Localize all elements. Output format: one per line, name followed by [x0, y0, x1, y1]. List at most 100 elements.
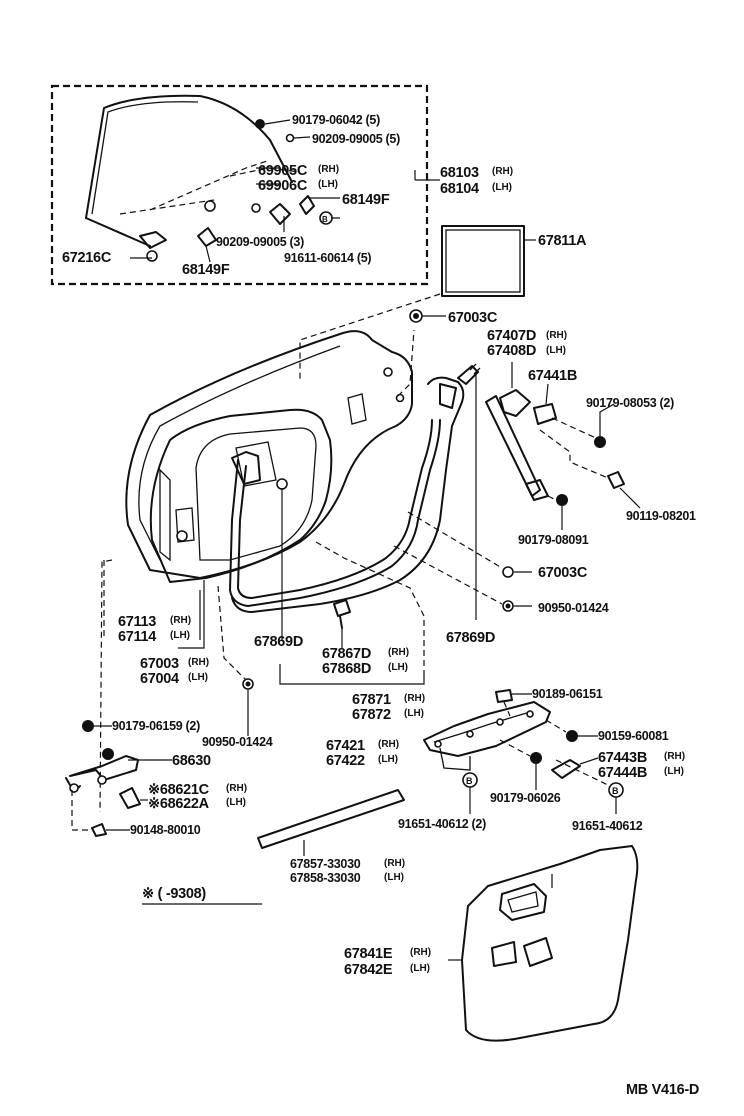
glass-dash — [119, 159, 271, 215]
dash-90950-b — [217, 585, 247, 681]
hinge-block — [533, 403, 557, 425]
label-90119-08201: 90119-08201 — [626, 509, 696, 523]
bolt — [255, 119, 265, 129]
grommet — [146, 250, 158, 262]
nut-90179-06026 — [530, 752, 542, 764]
door-inner-opening — [195, 427, 317, 561]
leader-line — [599, 403, 615, 436]
label-67441b: 67441B — [528, 368, 577, 384]
dash-hinge — [99, 559, 113, 813]
door-hole — [395, 393, 405, 403]
regulator-foot — [439, 747, 471, 771]
bolt-67869d — [276, 478, 288, 490]
bolt-90119-08201 — [607, 471, 625, 489]
leader-line — [526, 710, 534, 718]
footer-code: MB V416-D — [626, 1082, 699, 1098]
regulator-67421 — [423, 701, 551, 757]
side-label: (RH) — [318, 164, 339, 175]
label-90179-08091: 90179-08091 — [518, 533, 589, 547]
door-outer-panel — [125, 330, 413, 579]
glass-group-box — [50, 84, 429, 286]
leader-line — [511, 362, 549, 405]
glass-dash-2 — [229, 167, 301, 177]
side-label: (RH) — [492, 166, 513, 177]
nut-90179-08091 — [556, 494, 568, 506]
label-90179-06159: 90179-06159 (2) — [112, 719, 200, 733]
door-latch-area — [175, 507, 195, 543]
label-90179-08053: 90179-08053 (2) — [586, 396, 674, 410]
panel-dash — [299, 293, 441, 380]
label-67872: 67872 — [352, 707, 391, 723]
label-67857-33030: 67857-33030 — [290, 857, 361, 871]
side-label: (RH) — [188, 657, 209, 668]
side-label: B — [466, 776, 473, 786]
label-68104: 68104 — [440, 181, 479, 197]
label-67842e: 67842E — [344, 962, 393, 978]
label-69906c: 69906C — [258, 178, 308, 194]
label-67443b: 67443B — [598, 750, 647, 766]
label-90179-06026: 90179-06026 — [490, 791, 561, 805]
label-67421: 67421 — [326, 738, 365, 754]
leader-line — [69, 783, 79, 793]
door-seal-stud — [457, 365, 479, 385]
side-label: (LH) — [410, 963, 430, 974]
leader-line — [579, 757, 599, 765]
glass-bracket — [269, 203, 291, 225]
side-label: (LH) — [188, 672, 208, 683]
moulding-67857 — [257, 789, 405, 849]
leader-line — [71, 790, 88, 831]
door-hinge-plate — [159, 468, 171, 562]
label-67868d: 67868D — [322, 661, 371, 677]
dash-67003c — [407, 511, 503, 569]
leader-67869d — [281, 372, 477, 640]
leader-line — [507, 891, 539, 913]
leader-line — [245, 681, 251, 687]
leader-line — [545, 719, 567, 733]
label-90950-01424: 90950-01424 — [538, 601, 609, 615]
nut-90179-06159-b — [102, 748, 114, 760]
side-label: (RH) — [384, 858, 405, 869]
panel-67811a — [441, 225, 525, 297]
door-seal-clip — [439, 383, 457, 409]
washer — [285, 133, 295, 143]
hinge-top — [499, 389, 531, 417]
nut-90179-08053 — [594, 436, 606, 448]
side-label: (RH) — [410, 947, 431, 958]
leader-line — [130, 119, 430, 263]
trim-board-67841e — [461, 845, 639, 1042]
label-67444b: 67444B — [598, 765, 647, 781]
side-label: (LH) — [226, 797, 246, 808]
leader-line — [551, 417, 597, 439]
leader-line — [434, 740, 442, 748]
label-91611-60614: 91611-60614 (5) — [284, 251, 371, 265]
note-label: ※ ( -9308) — [142, 886, 206, 902]
label-90950-01424-b: 90950-01424 — [202, 735, 273, 749]
side-label: (RH) — [226, 783, 247, 794]
leader-line — [466, 730, 474, 738]
label-68621c: ※68621C — [148, 782, 210, 798]
label-68149f-b: 68149F — [182, 262, 230, 278]
regulator-rail — [433, 711, 531, 743]
panel-inner — [445, 229, 521, 293]
door-cutout-small — [347, 393, 367, 425]
side-label: (LH) — [388, 662, 408, 673]
bracket-67871 — [279, 664, 425, 685]
label-67114: 67114 — [118, 629, 156, 645]
labels: 90179-06042 (5) 90209-09005 (5) 69905C (… — [62, 113, 699, 1098]
side-label: (LH) — [404, 708, 424, 719]
label-68630: 68630 — [172, 753, 211, 769]
label-90179-06042: 90179-06042 (5) — [292, 113, 380, 127]
dash-67003c-top — [397, 329, 415, 397]
grommet-67003c-b — [502, 566, 514, 578]
bolt-90148-80010 — [91, 823, 107, 837]
part-67443b — [551, 759, 581, 779]
bolt-90159-60081 — [566, 730, 578, 742]
leader-line — [539, 429, 609, 479]
label-67003c: 67003C — [448, 310, 498, 326]
dash-67871 — [315, 541, 425, 670]
label-90209-09005-b: 90209-09005 (3) — [216, 235, 304, 249]
label-67216c: 67216C — [62, 250, 112, 266]
label-67871: 67871 — [352, 692, 391, 708]
